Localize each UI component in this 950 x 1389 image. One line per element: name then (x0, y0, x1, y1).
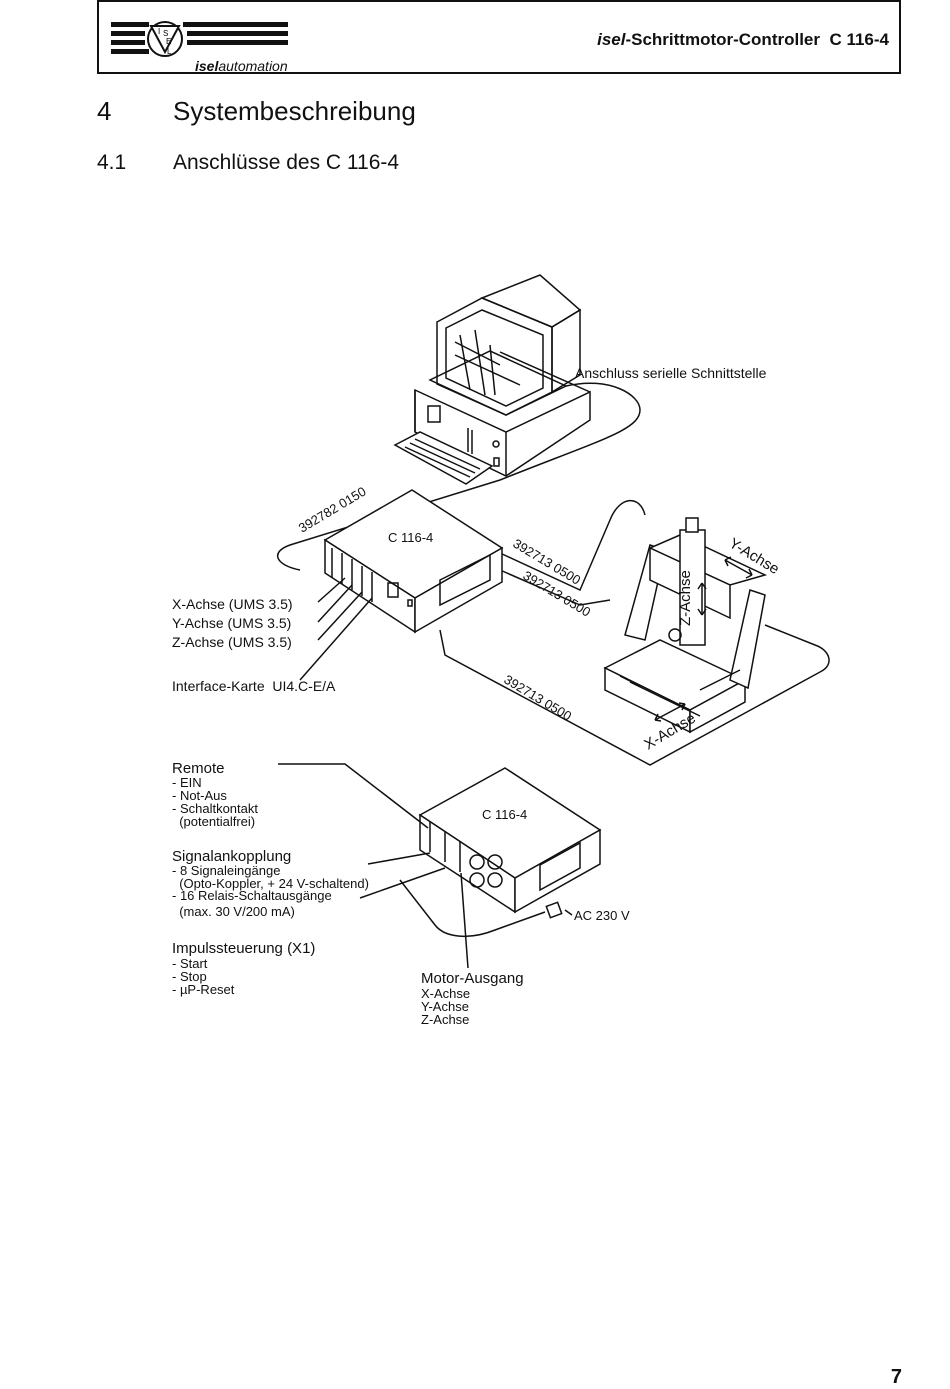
serial-interface-label: Anschluss serielle Schnittstelle (575, 365, 767, 381)
signal-item: (Opto-Koppler, + 24 V-schaltend) (172, 876, 369, 891)
remote-title: Remote (172, 760, 225, 777)
serial-cable (277, 382, 641, 571)
cable-controller-machine-1 (499, 499, 646, 592)
axis-y-card-label: Y-Achse (UMS 3.5) (172, 615, 291, 631)
subsection-title: Anschlüsse des C 116-4 (173, 151, 400, 174)
logo-letter-1: I (158, 27, 160, 36)
controller-top-icon (323, 489, 504, 634)
logo-brand: isel (195, 58, 219, 74)
header-title-rest: -Schrittmotor-Controller C 116-4 (625, 30, 889, 49)
section-title: Systembeschreibung (173, 96, 416, 126)
isel-logo: I S E L iselautomation (111, 12, 291, 74)
motor-item: X-Achse (421, 986, 470, 1001)
cable-x-label: 392713 0500 (501, 672, 574, 724)
logo-letter-3: E (166, 37, 171, 46)
xyz-machine-icon (603, 517, 768, 734)
pc-computer-icon (393, 274, 591, 485)
impuls-item: - µP-Reset (172, 982, 235, 997)
signal-title: Signalankopplung (172, 848, 291, 865)
motor-item: Z-Achse (421, 1012, 469, 1027)
section-number: 4 (97, 96, 112, 126)
controller-top-label: C 116-4 (388, 530, 433, 545)
power-label: AC 230 V (574, 908, 630, 923)
cable-controller-machine-2 (499, 569, 611, 606)
logo-letter-2: S (163, 29, 168, 38)
remote-item: - EIN (172, 775, 202, 790)
machine-z-axis-label: Z-Achse (677, 570, 694, 626)
page-number: 7 (890, 1366, 902, 1388)
motor-item: Y-Achse (421, 999, 469, 1014)
signal-item: - 8 Signaleingänge (172, 863, 280, 878)
logo-sub: automation (218, 58, 288, 74)
remote-item: (potentialfrei) (172, 814, 255, 829)
isel-logo-icon: I S E L (111, 21, 288, 57)
axis-x-card-label: X-Achse (UMS 3.5) (172, 596, 293, 612)
controller-bottom-icon (418, 767, 602, 914)
signal-item: (max. 30 V/200 mA) (172, 904, 295, 919)
controller-bottom-label: C 116-4 (482, 807, 527, 822)
subsection-number: 4.1 (97, 151, 127, 174)
motor-title: Motor-Ausgang (421, 970, 524, 987)
logo-wordmark: iselautomation (195, 58, 288, 74)
header-brand: isel (597, 30, 626, 49)
logo-letter-4: L (167, 47, 172, 56)
axis-z-card-label: Z-Achse (UMS 3.5) (172, 634, 292, 650)
remote-item: - Schaltkontakt (172, 801, 258, 816)
impuls-item: - Stop (172, 969, 207, 984)
page-header: I S E L iselautomation isel-Schrittmotor… (97, 0, 901, 74)
signal-item: - 16 Relais-Schaltausgänge (172, 888, 332, 903)
interface-card-label: Interface-Karte UI4.C-E/A (172, 678, 336, 694)
header-title: isel-Schrittmotor-Controller C 116-4 (597, 30, 889, 50)
impuls-title: Impulssteuerung (X1) (172, 940, 315, 957)
impuls-item: - Start (172, 956, 208, 971)
remote-item: - Not-Aus (172, 788, 227, 803)
power-cable (399, 879, 546, 938)
cable-controller-machine-3 (439, 624, 830, 766)
